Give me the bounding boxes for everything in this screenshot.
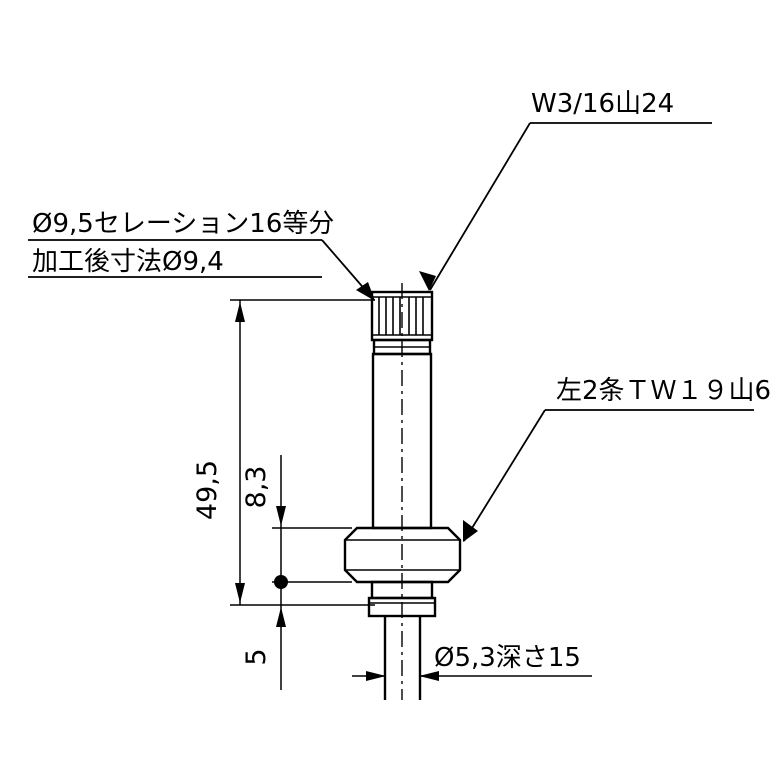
note-text-thread-top: W3/16山24: [531, 89, 674, 119]
flange-boss: [343, 526, 462, 584]
dimension-lower-step: 5: [241, 582, 286, 690]
leader-arrow-serration: [356, 282, 375, 301]
arrow-down-49: [235, 583, 245, 603]
note-hole-group: Ø5,3深さ15: [352, 616, 592, 690]
arrow-hole-left: [366, 671, 386, 681]
leader-thread-top: [429, 122, 531, 291]
note-text-serration-line1: Ø9,5セレーション16等分: [32, 209, 334, 239]
serration-teeth: [378, 297, 424, 335]
tail-shaft: [383, 616, 422, 700]
note-thread-lower-group: 左2条ＴＷ１９山6: [463, 376, 770, 542]
leader-thread-lower: [463, 409, 546, 542]
dimension-flange-height: 8,3: [241, 455, 352, 589]
dimension-overall-length: 49,5: [192, 299, 375, 606]
note-text-serration-line2: 加工後寸法Ø9,4: [32, 247, 224, 277]
note-thread-top-group: W3/16山24: [419, 89, 712, 291]
arrow-up-5: [276, 607, 286, 627]
arrow-up-49: [235, 302, 245, 322]
dim-value-lower-step: 5: [241, 648, 272, 665]
part-geometry: [343, 283, 462, 700]
leader-arrow-thread-top: [419, 271, 436, 291]
note-text-thread-lower: 左2条ＴＷ１９山6: [556, 376, 770, 406]
dim-value-overall-length: 49,5: [192, 460, 223, 520]
arrow-down-83: [276, 506, 286, 526]
leader-arrow-thread-lower: [463, 520, 478, 542]
dim-value-flange-height: 8,3: [241, 466, 272, 509]
arrow-hole-right: [419, 671, 439, 681]
note-text-hole: Ø5,3深さ15: [434, 643, 581, 673]
note-serration-group: Ø9,5セレーション16等分 加工後寸法Ø9,4: [28, 209, 375, 301]
